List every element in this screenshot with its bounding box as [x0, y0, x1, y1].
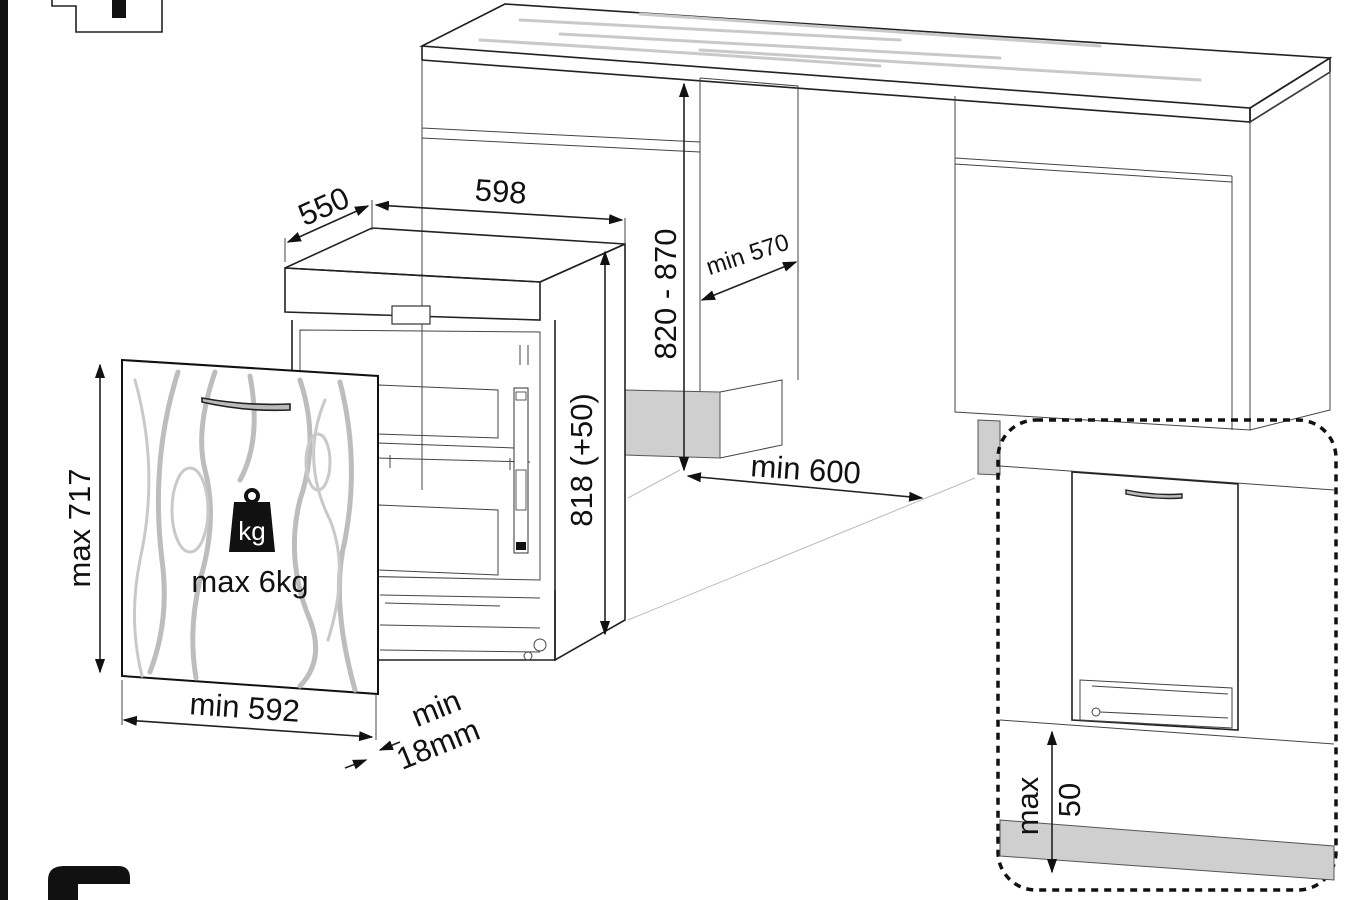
plinth-detail-inset [996, 418, 1338, 892]
dimension-lines [94, 82, 924, 770]
door-height-max: max 717 [62, 469, 97, 588]
appliance-height: 818 (+50) [564, 393, 599, 527]
door-weight-limit: max 6kg [191, 564, 308, 599]
appliance-depth: 550 [293, 180, 354, 233]
niche-width-min: min 600 [749, 448, 861, 491]
page-edge-bar [0, 0, 8, 900]
plinth-gap-max-label: max [1010, 776, 1045, 835]
niche-height: 820 - 870 [648, 229, 683, 360]
niche-depth-min: min 570 [703, 229, 793, 281]
step-number-badge [51, 0, 163, 33]
kg-weight-icon: kg [229, 488, 275, 552]
next-step-badge [48, 866, 130, 900]
kg-weight-label: kg [238, 516, 265, 546]
plinth-gap-max-value: 50 [1052, 783, 1087, 817]
door-width-min: min 592 [188, 686, 300, 729]
appliance-width: 598 [474, 172, 528, 211]
kitchen-cabinet [419, 3, 1333, 621]
